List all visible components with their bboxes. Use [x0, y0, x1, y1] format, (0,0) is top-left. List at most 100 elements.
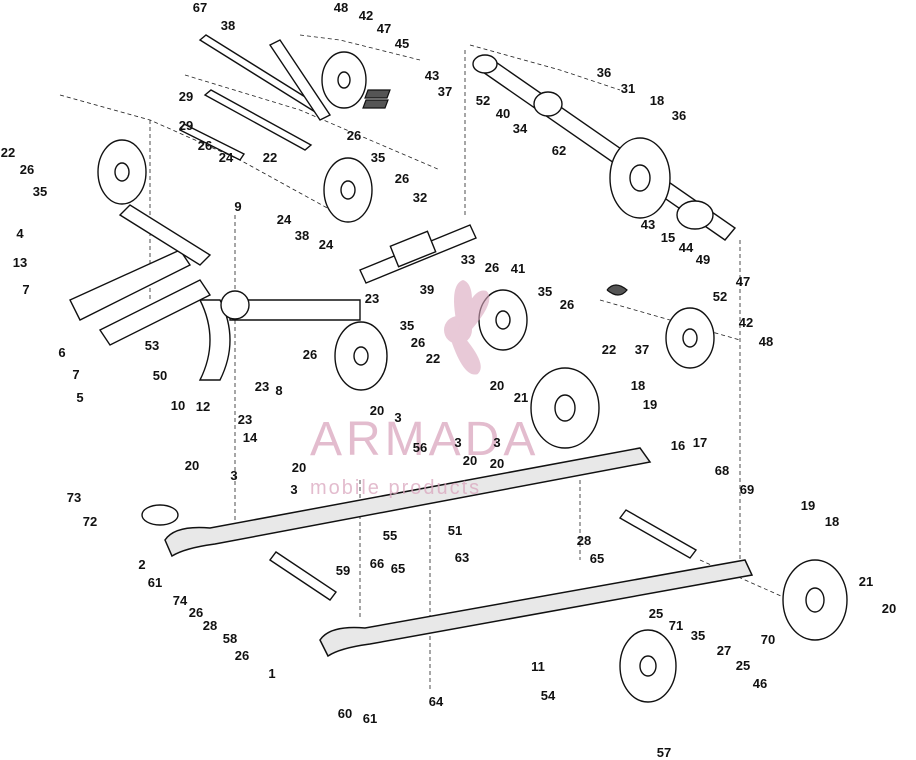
part-callout-3: 3 [290, 482, 297, 497]
propeller-logo [444, 280, 490, 375]
part-callout-18: 18 [631, 378, 645, 393]
part-callout-35: 35 [33, 184, 47, 199]
part-callout-18: 18 [650, 93, 664, 108]
part-callout-22: 22 [263, 150, 277, 165]
part-callout-63: 63 [455, 550, 469, 565]
rear-axle-assembly [472, 54, 737, 241]
part-callout-38: 38 [295, 228, 309, 243]
part-callout-2: 2 [138, 557, 145, 572]
part-callout-7: 7 [22, 282, 29, 297]
part-callout-48: 48 [759, 334, 773, 349]
part-callout-35: 35 [538, 284, 552, 299]
part-callout-55: 55 [383, 528, 397, 543]
part-callout-23: 23 [238, 412, 252, 427]
part-callout-28: 28 [203, 618, 217, 633]
part-callout-40: 40 [496, 106, 510, 121]
part-callout-65: 65 [391, 561, 405, 576]
slide-rails [141, 447, 754, 658]
part-callout-62: 62 [552, 143, 566, 158]
part-callout-37: 37 [635, 342, 649, 357]
part-callout-28: 28 [577, 533, 591, 548]
part-callout-26: 26 [189, 605, 203, 620]
part-callout-71: 71 [669, 618, 683, 633]
part-callout-20: 20 [490, 456, 504, 471]
part-callout-29: 29 [179, 118, 193, 133]
part-callout-58: 58 [223, 631, 237, 646]
part-callout-25: 25 [649, 606, 663, 621]
part-callout-37: 37 [438, 84, 452, 99]
part-callout-24: 24 [319, 237, 334, 252]
part-callout-66: 66 [370, 556, 384, 571]
part-callout-48: 48 [334, 0, 348, 15]
part-callout-20: 20 [185, 458, 199, 473]
part-callout-57: 57 [657, 745, 671, 760]
part-callout-15: 15 [661, 230, 675, 245]
part-callout-26: 26 [411, 335, 425, 350]
part-callout-19: 19 [643, 397, 657, 412]
part-callout-49: 49 [696, 252, 710, 267]
part-callout-53: 53 [145, 338, 159, 353]
part-callout-36: 36 [672, 108, 686, 123]
watermark-subtitle: mobile products [310, 477, 481, 499]
part-callout-42: 42 [359, 8, 373, 23]
part-callout-51: 51 [448, 523, 462, 538]
part-callout-38: 38 [221, 18, 235, 33]
part-callout-26: 26 [20, 162, 34, 177]
watermark-brand: ARMADA [310, 413, 539, 466]
part-callout-26: 26 [395, 171, 409, 186]
part-callout-14: 14 [243, 430, 258, 445]
part-callout-61: 61 [148, 575, 162, 590]
part-callout-26: 26 [198, 138, 212, 153]
part-callout-70: 70 [761, 632, 775, 647]
part-callout-56: 56 [413, 440, 427, 455]
part-callout-45: 45 [395, 36, 409, 51]
part-callout-26: 26 [235, 648, 249, 663]
part-callout-35: 35 [371, 150, 385, 165]
part-callout-17: 17 [693, 435, 707, 450]
part-callout-12: 12 [196, 399, 210, 414]
part-callout-19: 19 [801, 498, 815, 513]
part-callout-16: 16 [671, 438, 685, 453]
part-callout-68: 68 [715, 463, 729, 478]
part-callout-44: 44 [679, 240, 694, 255]
part-callout-27: 27 [717, 643, 731, 658]
part-callout-54: 54 [541, 688, 556, 703]
part-callout-4: 4 [16, 226, 24, 241]
part-callout-64: 64 [429, 694, 444, 709]
part-callout-3: 3 [493, 435, 500, 450]
part-callout-36: 36 [597, 65, 611, 80]
part-callout-69: 69 [740, 482, 754, 497]
part-callout-20: 20 [882, 601, 896, 616]
part-callout-43: 43 [425, 68, 439, 83]
part-callout-32: 32 [413, 190, 427, 205]
front-arms [69, 204, 361, 346]
part-callout-13: 13 [13, 255, 27, 270]
part-callout-22: 22 [602, 342, 616, 357]
part-callout-18: 18 [825, 514, 839, 529]
part-callout-11: 11 [531, 659, 545, 674]
part-callout-6: 6 [58, 345, 65, 360]
part-callout-46: 46 [753, 676, 767, 691]
part-callout-26: 26 [347, 128, 361, 143]
part-callout-3: 3 [394, 410, 401, 425]
part-callout-26: 26 [560, 297, 574, 312]
part-callout-7: 7 [72, 367, 79, 382]
part-callout-24: 24 [277, 212, 292, 227]
part-callout-52: 52 [476, 93, 490, 108]
part-callout-22: 22 [1, 145, 15, 160]
part-callout-24: 24 [219, 150, 234, 165]
part-callout-52: 52 [713, 289, 727, 304]
part-callout-26: 26 [303, 347, 317, 362]
part-callout-33: 33 [461, 252, 475, 267]
part-callout-23: 23 [255, 379, 269, 394]
part-callout-21: 21 [859, 574, 873, 589]
part-callout-34: 34 [513, 121, 528, 136]
part-callout-20: 20 [463, 453, 477, 468]
part-callout-73: 73 [67, 490, 81, 505]
part-callout-39: 39 [420, 282, 434, 297]
part-callout-20: 20 [490, 378, 504, 393]
part-callout-23: 23 [365, 291, 379, 306]
part-callout-67: 67 [193, 0, 207, 15]
